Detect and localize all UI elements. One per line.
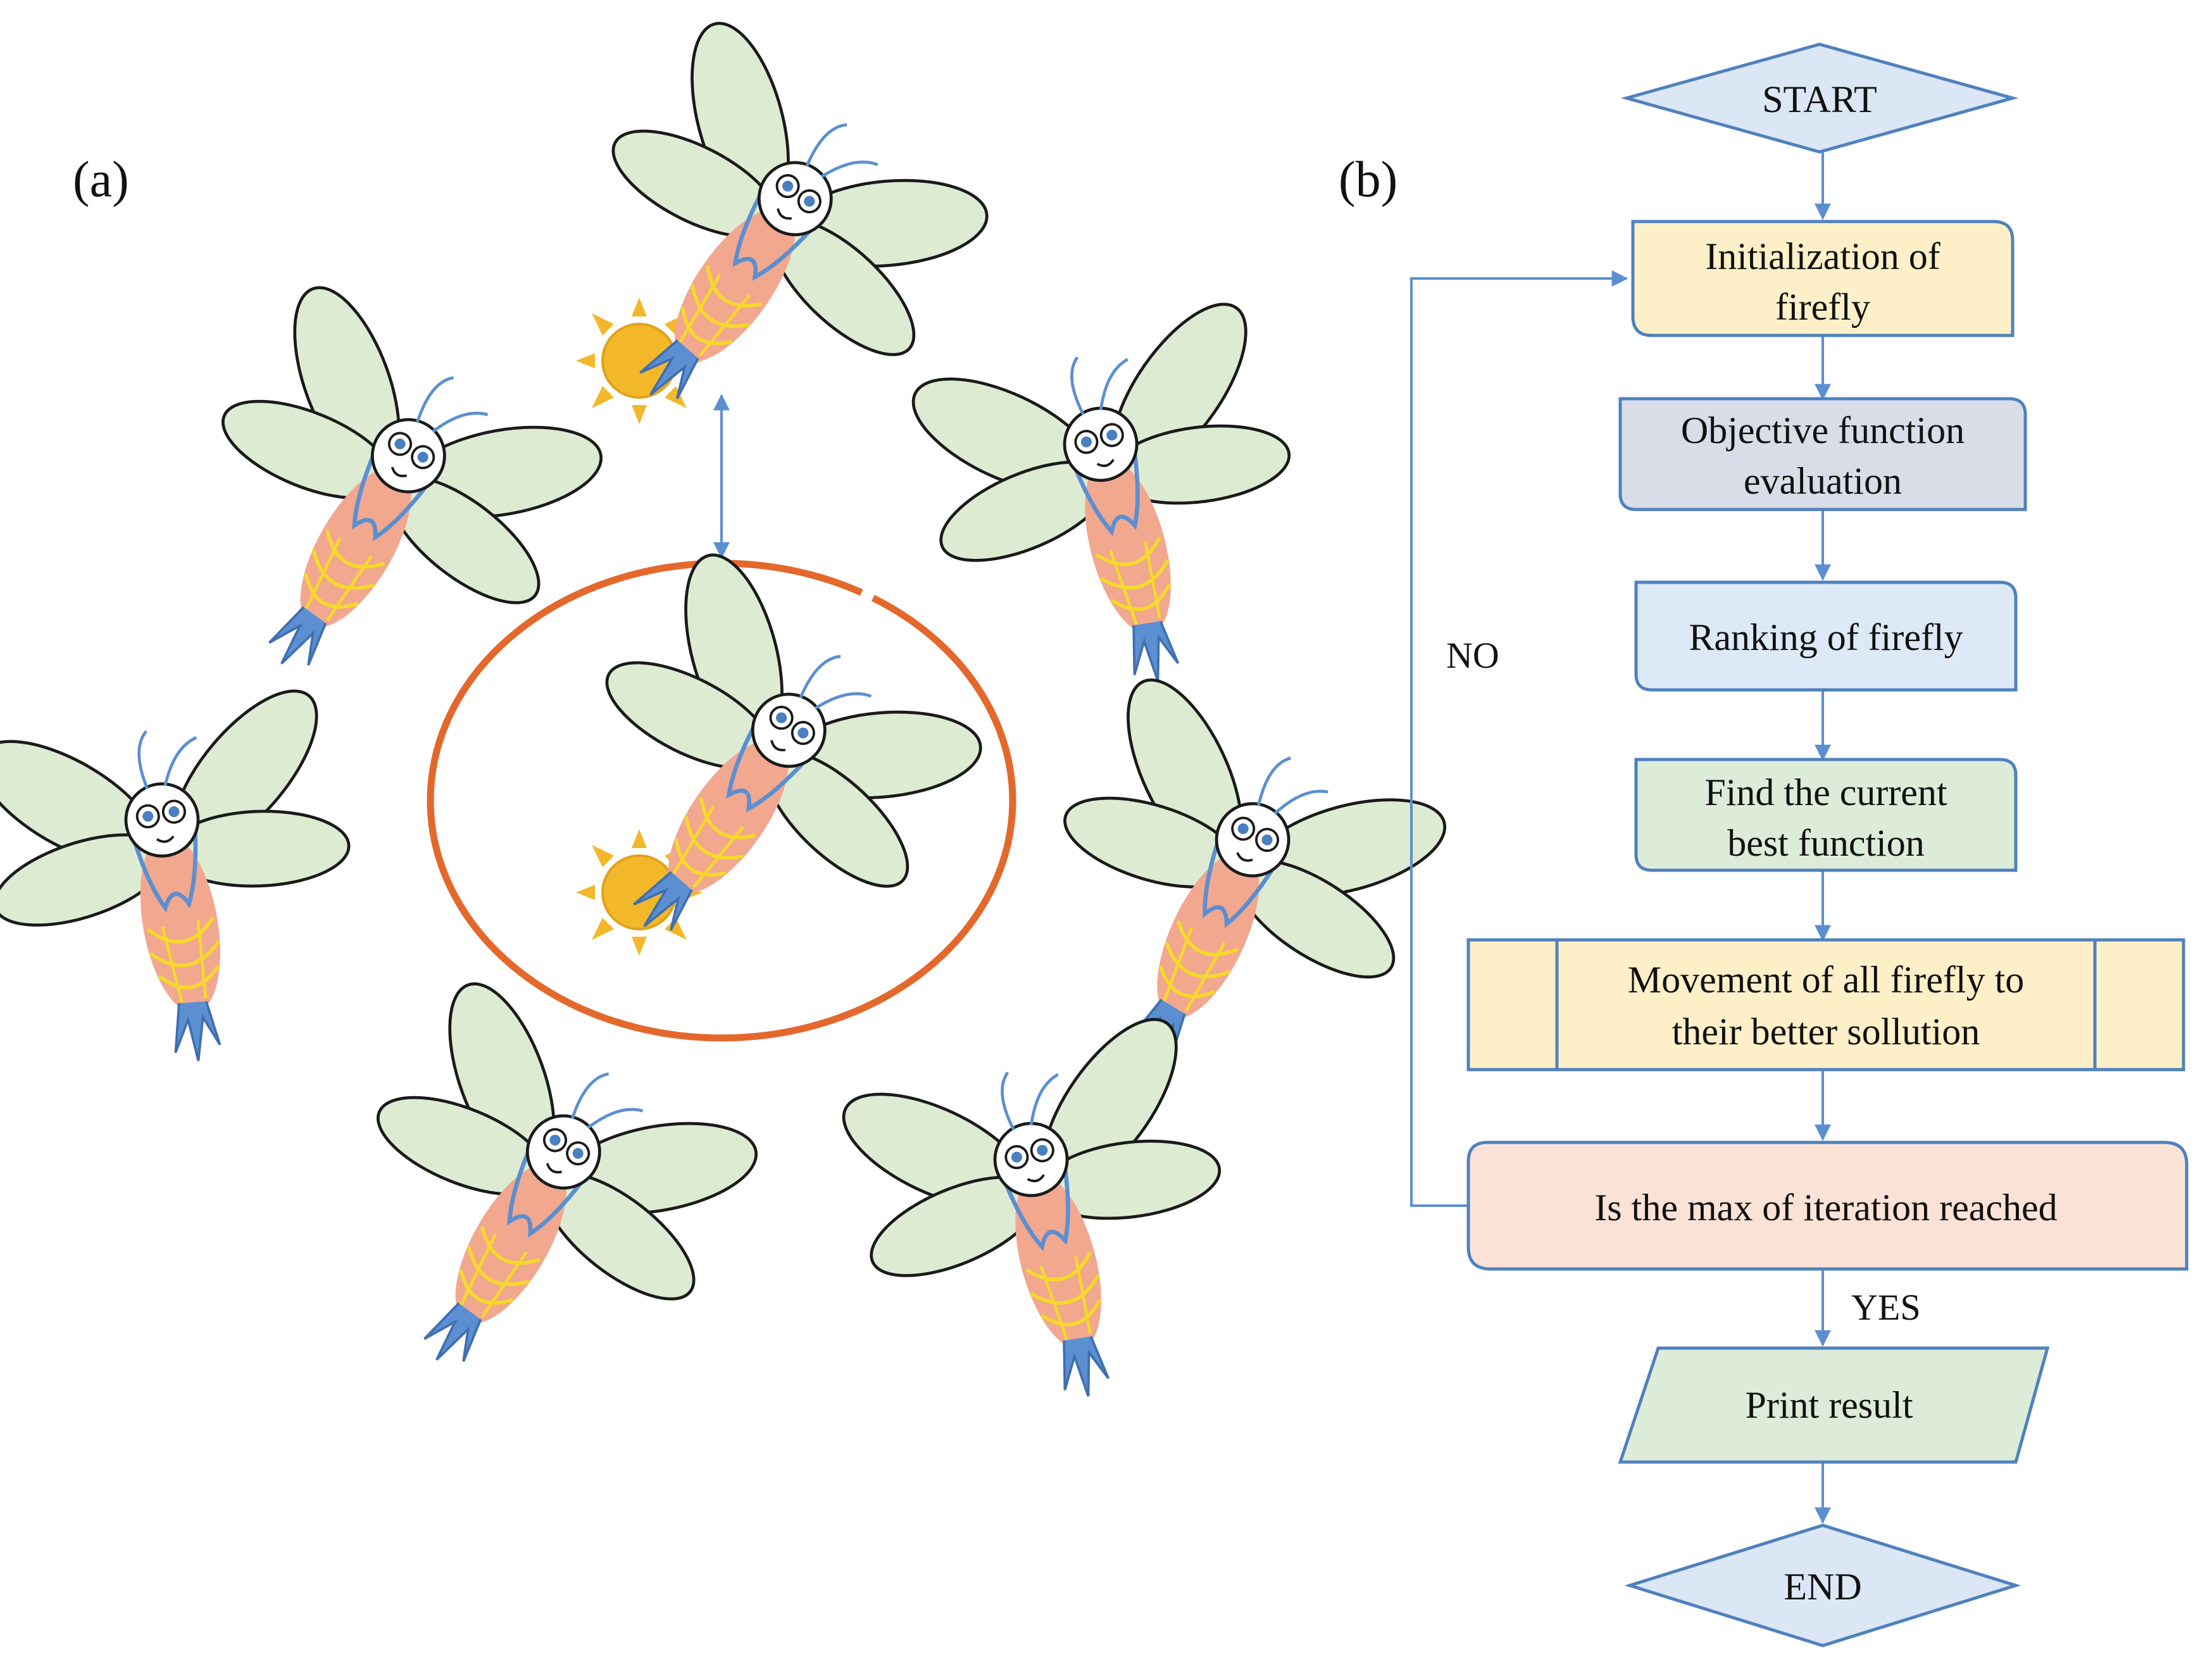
no-branch-label: NO [1446, 635, 1499, 676]
firefly-lower-right [811, 985, 1280, 1445]
firefly-left [0, 659, 394, 1094]
panel-a: (a) [0, 0, 1482, 1460]
end-label: END [1784, 1566, 1861, 1608]
start-label: START [1762, 78, 1877, 120]
firefly-right [975, 641, 1482, 1142]
firefly-upper-right [880, 270, 1350, 730]
find-best-label-line2: best function [1727, 822, 1925, 864]
movement-step: Movement of all firefly to their better … [1466, 938, 2185, 1072]
objective-label-line1: Objective function [1681, 409, 1965, 451]
print-result-label: Print result [1746, 1384, 1913, 1426]
firefly-center-glowing [491, 514, 1022, 1041]
yes-branch-label: YES [1851, 1287, 1921, 1328]
ranking-step: Ranking of firefly [1634, 580, 2018, 692]
panel-a-label: (a) [73, 152, 129, 208]
objective-label-line2: evaluation [1744, 460, 1902, 502]
print-result-step: Print result [1618, 1346, 2050, 1464]
firefly-lower-left [275, 944, 796, 1460]
init-step: Initialization of firefly [1631, 220, 2015, 337]
end-node: END [1624, 1523, 2021, 1647]
flow-arrows [1410, 152, 1831, 1524]
movement-label-line1: Movement of all firefly to [1628, 959, 2024, 1001]
decision-label: Is the max of iteration reached [1594, 1187, 2057, 1228]
find-best-step: Find the current best function [1634, 758, 2018, 872]
panel-b: (b) START Initialization of firefly [1339, 42, 2189, 1647]
panel-b-label: (b) [1339, 152, 1397, 208]
movement-label-line2: their better sollution [1672, 1011, 1980, 1053]
init-label-line1: Initialization of [1705, 235, 1940, 277]
firefly-upper-left [120, 247, 640, 763]
find-best-label-line1: Find the current [1704, 772, 1947, 813]
objective-step: Objective function evaluation [1618, 397, 2027, 511]
decision-step: Is the max of iteration reached [1466, 1141, 2189, 1271]
init-label-line2: firefly [1775, 286, 1870, 328]
ranking-label: Ranking of firefly [1689, 616, 1963, 658]
start-node: START [1620, 42, 2019, 154]
